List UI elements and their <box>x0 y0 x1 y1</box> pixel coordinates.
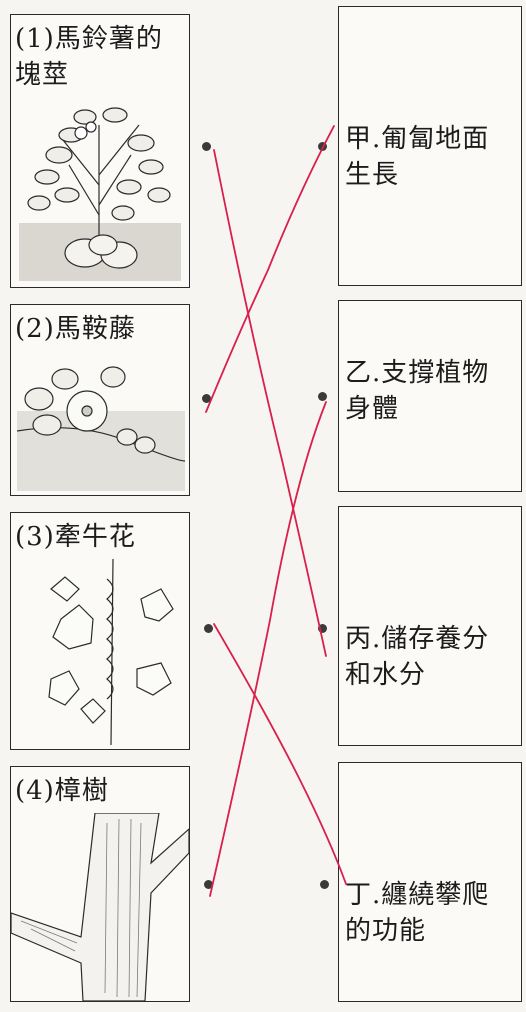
item-4-box: (4)樟樹 <box>10 766 190 1002</box>
item-2-dot[interactable] <box>202 394 211 403</box>
item-3-dot[interactable] <box>204 624 213 633</box>
beach-morning-glory-illustration <box>17 366 185 491</box>
function-jia-dot[interactable] <box>318 142 327 151</box>
function-jia-label: 甲.匍匐地面 生長 <box>345 124 490 190</box>
potato-plant-illustration <box>19 107 181 281</box>
function-bing-label: 丙.儲存養分 和水分 <box>345 624 490 690</box>
item-1-box: (1)馬鈴薯的 塊莖 <box>10 14 190 288</box>
line-3-to-ding <box>213 623 347 885</box>
function-yi-box: 乙.支撐植物 身體 <box>338 300 522 492</box>
item-3-label: (3)牽牛花 <box>15 522 136 552</box>
function-bing-box: 丙.儲存養分 和水分 <box>338 506 522 746</box>
function-jia-box: 甲.匍匐地面 生長 <box>338 6 522 286</box>
line-1-to-bing <box>213 149 327 657</box>
item-1-dot[interactable] <box>202 142 211 151</box>
function-yi-label: 乙.支撐植物 身體 <box>345 358 490 424</box>
function-ding-box: 丁.纏繞攀爬 的功能 <box>338 762 522 1002</box>
item-2-label: (2)馬鞍藤 <box>15 314 136 344</box>
camphor-tree-illustration <box>11 813 189 1001</box>
item-1-label: (1)馬鈴薯的 塊莖 <box>15 24 163 90</box>
item-2-box: (2)馬鞍藤 <box>10 304 190 496</box>
function-yi-dot[interactable] <box>318 392 327 401</box>
item-4-label: (4)樟樹 <box>15 776 109 806</box>
function-bing-dot[interactable] <box>318 624 327 633</box>
line-2-to-jia <box>205 125 335 413</box>
function-ding-label: 丁.纏繞攀爬 的功能 <box>345 880 490 946</box>
item-4-dot[interactable] <box>204 880 213 889</box>
line-4-to-yi <box>209 401 327 897</box>
function-ding-dot[interactable] <box>320 880 329 889</box>
morning-glory-illustration <box>48 559 174 745</box>
item-3-box: (3)牽牛花 <box>10 512 190 750</box>
